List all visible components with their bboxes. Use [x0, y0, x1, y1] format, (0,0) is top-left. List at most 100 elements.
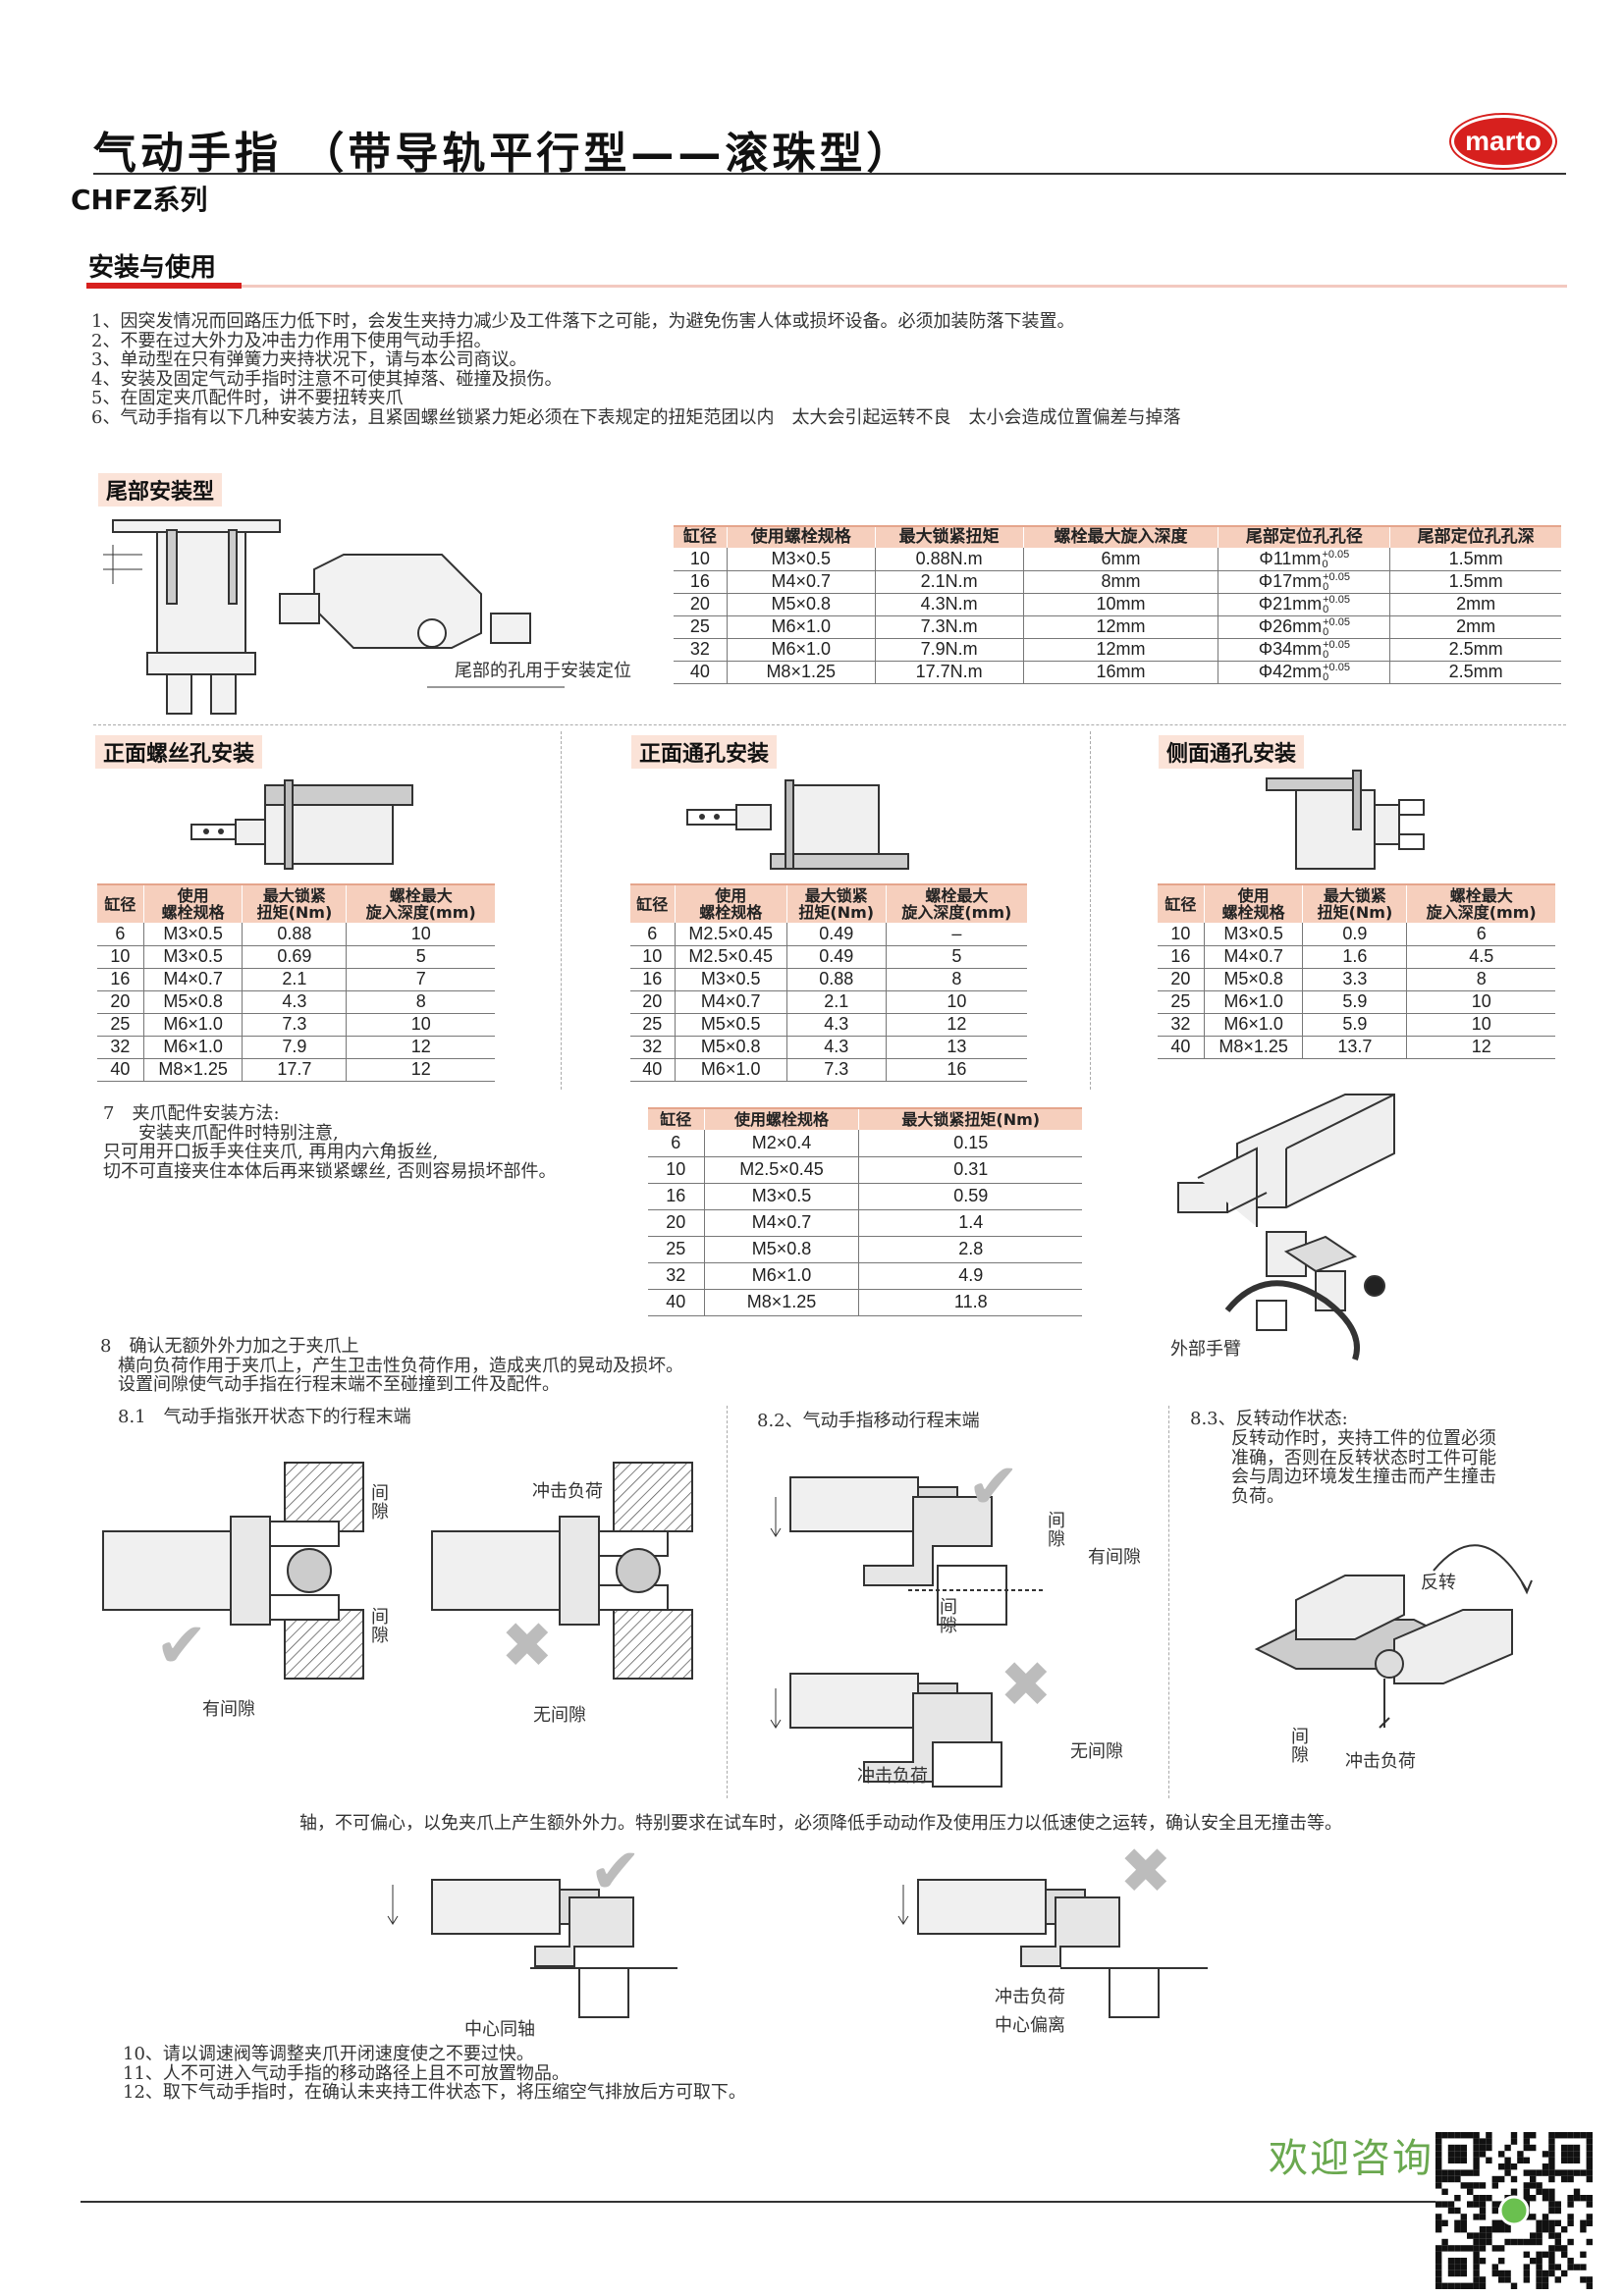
divider — [1168, 1406, 1169, 1798]
qr-module — [1435, 2269, 1442, 2277]
table-cell: M5×0.8 — [726, 593, 876, 616]
qr-module — [1554, 2264, 1561, 2270]
offset-label: 中心偏离 — [995, 2015, 1065, 2036]
table-cell: 40 — [630, 1058, 676, 1082]
column-header: 最大锁紧扭矩(Nm) — [785, 883, 887, 923]
qr-module — [1580, 2226, 1587, 2233]
qr-module — [1567, 2157, 1574, 2163]
table-cell: M6×1.0 — [142, 1036, 243, 1059]
qr-module — [1530, 2144, 1537, 2152]
qr-module — [1491, 2245, 1498, 2252]
table-cell: 10 — [346, 923, 495, 946]
claw-wrench-diagram — [1177, 1094, 1395, 1361]
qr-module — [1479, 2232, 1487, 2239]
qr-module — [1447, 2144, 1455, 2152]
table-cell: – — [885, 923, 1027, 946]
table-cell: M3×0.5 — [703, 1183, 859, 1210]
qr-module — [1479, 2144, 1487, 2152]
qr-module — [1554, 2201, 1561, 2208]
qr-module — [1486, 2232, 1492, 2239]
qr-module — [1473, 2276, 1480, 2283]
column-header: 缸径 — [630, 883, 676, 923]
qr-module — [1580, 2276, 1587, 2283]
qr-module — [1548, 2258, 1555, 2265]
table-cell: M4×0.7 — [703, 1209, 859, 1237]
table-cell: 0.49 — [785, 945, 887, 969]
table-cell: 25 — [648, 1236, 705, 1263]
qr-module — [1447, 2258, 1455, 2265]
divider — [1090, 731, 1091, 1090]
table-cell: 40 — [674, 661, 728, 684]
qr-module — [1460, 2169, 1467, 2176]
table-header-row: 缸径使用螺栓规格最大锁紧扭矩(Nm)螺栓最大旋入深度(mm) — [1158, 883, 1555, 923]
qr-module — [1435, 2226, 1442, 2233]
check-icon: ✔ — [155, 1610, 208, 1682]
table-cell: 16 — [1158, 945, 1205, 969]
s83-diagram — [1254, 1544, 1533, 1729]
qr-module — [1447, 2132, 1455, 2139]
qr-module — [1460, 2245, 1467, 2252]
qr-module — [1561, 2157, 1568, 2163]
column-header: 最大锁紧扭矩(Nm) — [1302, 883, 1407, 923]
table-cell: 20 — [648, 1209, 705, 1237]
table-cell: 2.1 — [785, 990, 887, 1014]
table-cell: 5.9 — [1302, 1013, 1407, 1037]
qr-module — [1435, 2276, 1442, 2283]
qr-module — [1491, 2264, 1498, 2270]
table-cell: 0.69 — [242, 945, 347, 969]
text-line: 只可用开口扳手夹住夹爪, 再用内六角扳丝, — [103, 1142, 439, 1162]
qr-module — [1548, 2188, 1555, 2195]
table-cell: 7.3 — [785, 1058, 887, 1082]
qr-module — [1561, 2169, 1568, 2176]
qr-module — [1441, 2245, 1448, 2252]
qr-module — [1567, 2144, 1574, 2152]
table-cell: 16mm — [1022, 661, 1218, 684]
qr-module — [1454, 2226, 1461, 2233]
qr-module — [1479, 2151, 1487, 2158]
no-gap-label: 无间隙 — [1070, 1741, 1123, 1762]
qr-module — [1573, 2144, 1581, 2152]
qr-module — [1479, 2214, 1487, 2220]
qr-module — [1548, 2207, 1555, 2215]
qr-module — [1567, 2214, 1574, 2220]
coaxial-diagram — [387, 1879, 1208, 2018]
text-line: 11、人不可进入气动手指的移动路径上且不可放置物品。 — [123, 2062, 569, 2084]
qr-module — [1479, 2207, 1487, 2215]
table-cell: 10mm — [1022, 593, 1218, 616]
qr-module — [1435, 2138, 1442, 2145]
qr-code-icon[interactable] — [1435, 2132, 1593, 2289]
qr-module — [1491, 2219, 1498, 2226]
table-cell: M8×1.25 — [1203, 1036, 1303, 1059]
qr-module — [1473, 2163, 1480, 2170]
qr-module — [1473, 2251, 1480, 2258]
qr-module — [1548, 2195, 1555, 2202]
qr-module — [1454, 2219, 1461, 2226]
qr-module — [1435, 2169, 1442, 2176]
table-cell: 4.3N.m — [874, 593, 1024, 616]
qr-module — [1454, 2151, 1461, 2158]
table-cell: M3×0.5 — [142, 945, 243, 969]
qr-module — [1567, 2219, 1574, 2226]
cross-icon: ✖ — [1119, 1836, 1172, 1908]
qr-module — [1498, 2151, 1505, 2158]
qr-module — [1460, 2157, 1467, 2163]
table-cell: 2.5mm — [1389, 638, 1561, 662]
coaxial-label: 中心同轴 — [464, 2019, 535, 2040]
table-cell: 8mm — [1022, 570, 1218, 594]
qr-module — [1580, 2251, 1587, 2258]
table-cell: 10 — [1158, 923, 1205, 946]
qr-module — [1454, 2132, 1461, 2139]
qr-module — [1530, 2238, 1537, 2246]
text-line: 12、取下气动手指时，在确认未夹持工件状态下，将压缩空气排放后方可取下。 — [123, 2082, 746, 2103]
qr-module — [1536, 2251, 1543, 2258]
